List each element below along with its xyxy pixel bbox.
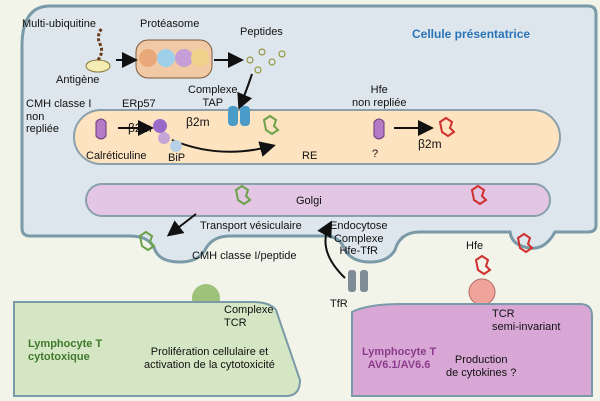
label-cmh-classe-i: CMH classe I non repliée <box>26 98 92 136</box>
calreticuline-shape <box>158 132 170 144</box>
arrow-transport <box>166 213 197 237</box>
label-proteasome: Protéasome <box>140 18 200 30</box>
surface-hfe <box>474 254 492 276</box>
label-proliferation: Prolifération cellulaire et activation d… <box>144 346 275 371</box>
tap-transporter <box>228 106 250 126</box>
label-tfr: TfR <box>330 298 348 310</box>
hfe-unfolded-shape <box>373 118 385 140</box>
arrow-to-peptide-loading <box>171 139 276 157</box>
label-complexe-tap: Complexe TAP <box>188 84 238 109</box>
label-complexe-tcr: Complexe TCR <box>224 304 274 329</box>
label-erp57: ERp57 <box>122 98 156 110</box>
label-bip: BiP <box>168 152 186 164</box>
bip-shape <box>170 140 182 152</box>
cell-title: Cellule présentatrice <box>412 27 531 41</box>
label-re: RE <box>302 150 318 162</box>
label-transport: Transport vésiculaire <box>200 220 302 232</box>
lymphocyte-av <box>351 303 593 397</box>
proteasome-shape <box>135 39 213 79</box>
surface-mhc-peptide <box>138 230 156 252</box>
peptide-in-er <box>262 114 280 136</box>
golgi-apparatus <box>85 183 551 217</box>
label-calreticuline: Calréticuline <box>86 150 147 162</box>
label-golgi: Golgi <box>296 195 322 207</box>
label-hfe-non-repliee: Hfe non repliée <box>352 84 407 109</box>
ubiquitin-chain-icon <box>96 27 104 61</box>
mhc-class-i-unfolded <box>95 118 107 140</box>
label-b2m-3: β2m <box>418 137 442 151</box>
hfe-folded-shape <box>438 116 456 138</box>
label-endocytose: Endocytose Complexe Hfe-TfR <box>330 220 388 258</box>
label-tcr-semi-invariant: TCR semi-invariant <box>492 308 561 333</box>
golgi-peptide-mhc <box>234 184 252 206</box>
arrow-endocytose <box>317 220 346 279</box>
label-lymphocyte-cytotoxique: Lymphocyte T cytotoxique <box>28 338 103 363</box>
peptide-dots <box>246 48 286 74</box>
label-b2m-1: β2m <box>128 121 152 135</box>
label-question: ? <box>372 148 379 160</box>
tfr-receptor <box>348 270 368 292</box>
label-cmh-peptide: CMH classe I/peptide <box>192 250 297 262</box>
arrow-peptides-to-tap <box>237 73 253 110</box>
erp57-shape <box>153 119 167 133</box>
label-multi-ubiquitine: Multi-ubiquitine <box>22 18 96 30</box>
label-b2m-2: β2m <box>186 115 210 129</box>
label-production-cytokines: Production de cytokines ? <box>446 354 517 379</box>
label-peptides: Peptides <box>240 26 283 38</box>
label-antigene: Antigène <box>56 74 100 86</box>
lymphocyte-cytotoxic <box>13 301 302 397</box>
surface-hfe-2 <box>516 232 534 254</box>
label-lymphocyte-av: Lymphocyte T AV6.1/AV6.6 <box>362 346 437 371</box>
label-hfe: Hfe <box>466 240 484 252</box>
antigen-shape <box>85 59 111 73</box>
golgi-hfe <box>470 184 488 206</box>
endoplasmic-reticulum <box>73 109 561 165</box>
tcr-semi-invariant-shape <box>468 278 496 306</box>
